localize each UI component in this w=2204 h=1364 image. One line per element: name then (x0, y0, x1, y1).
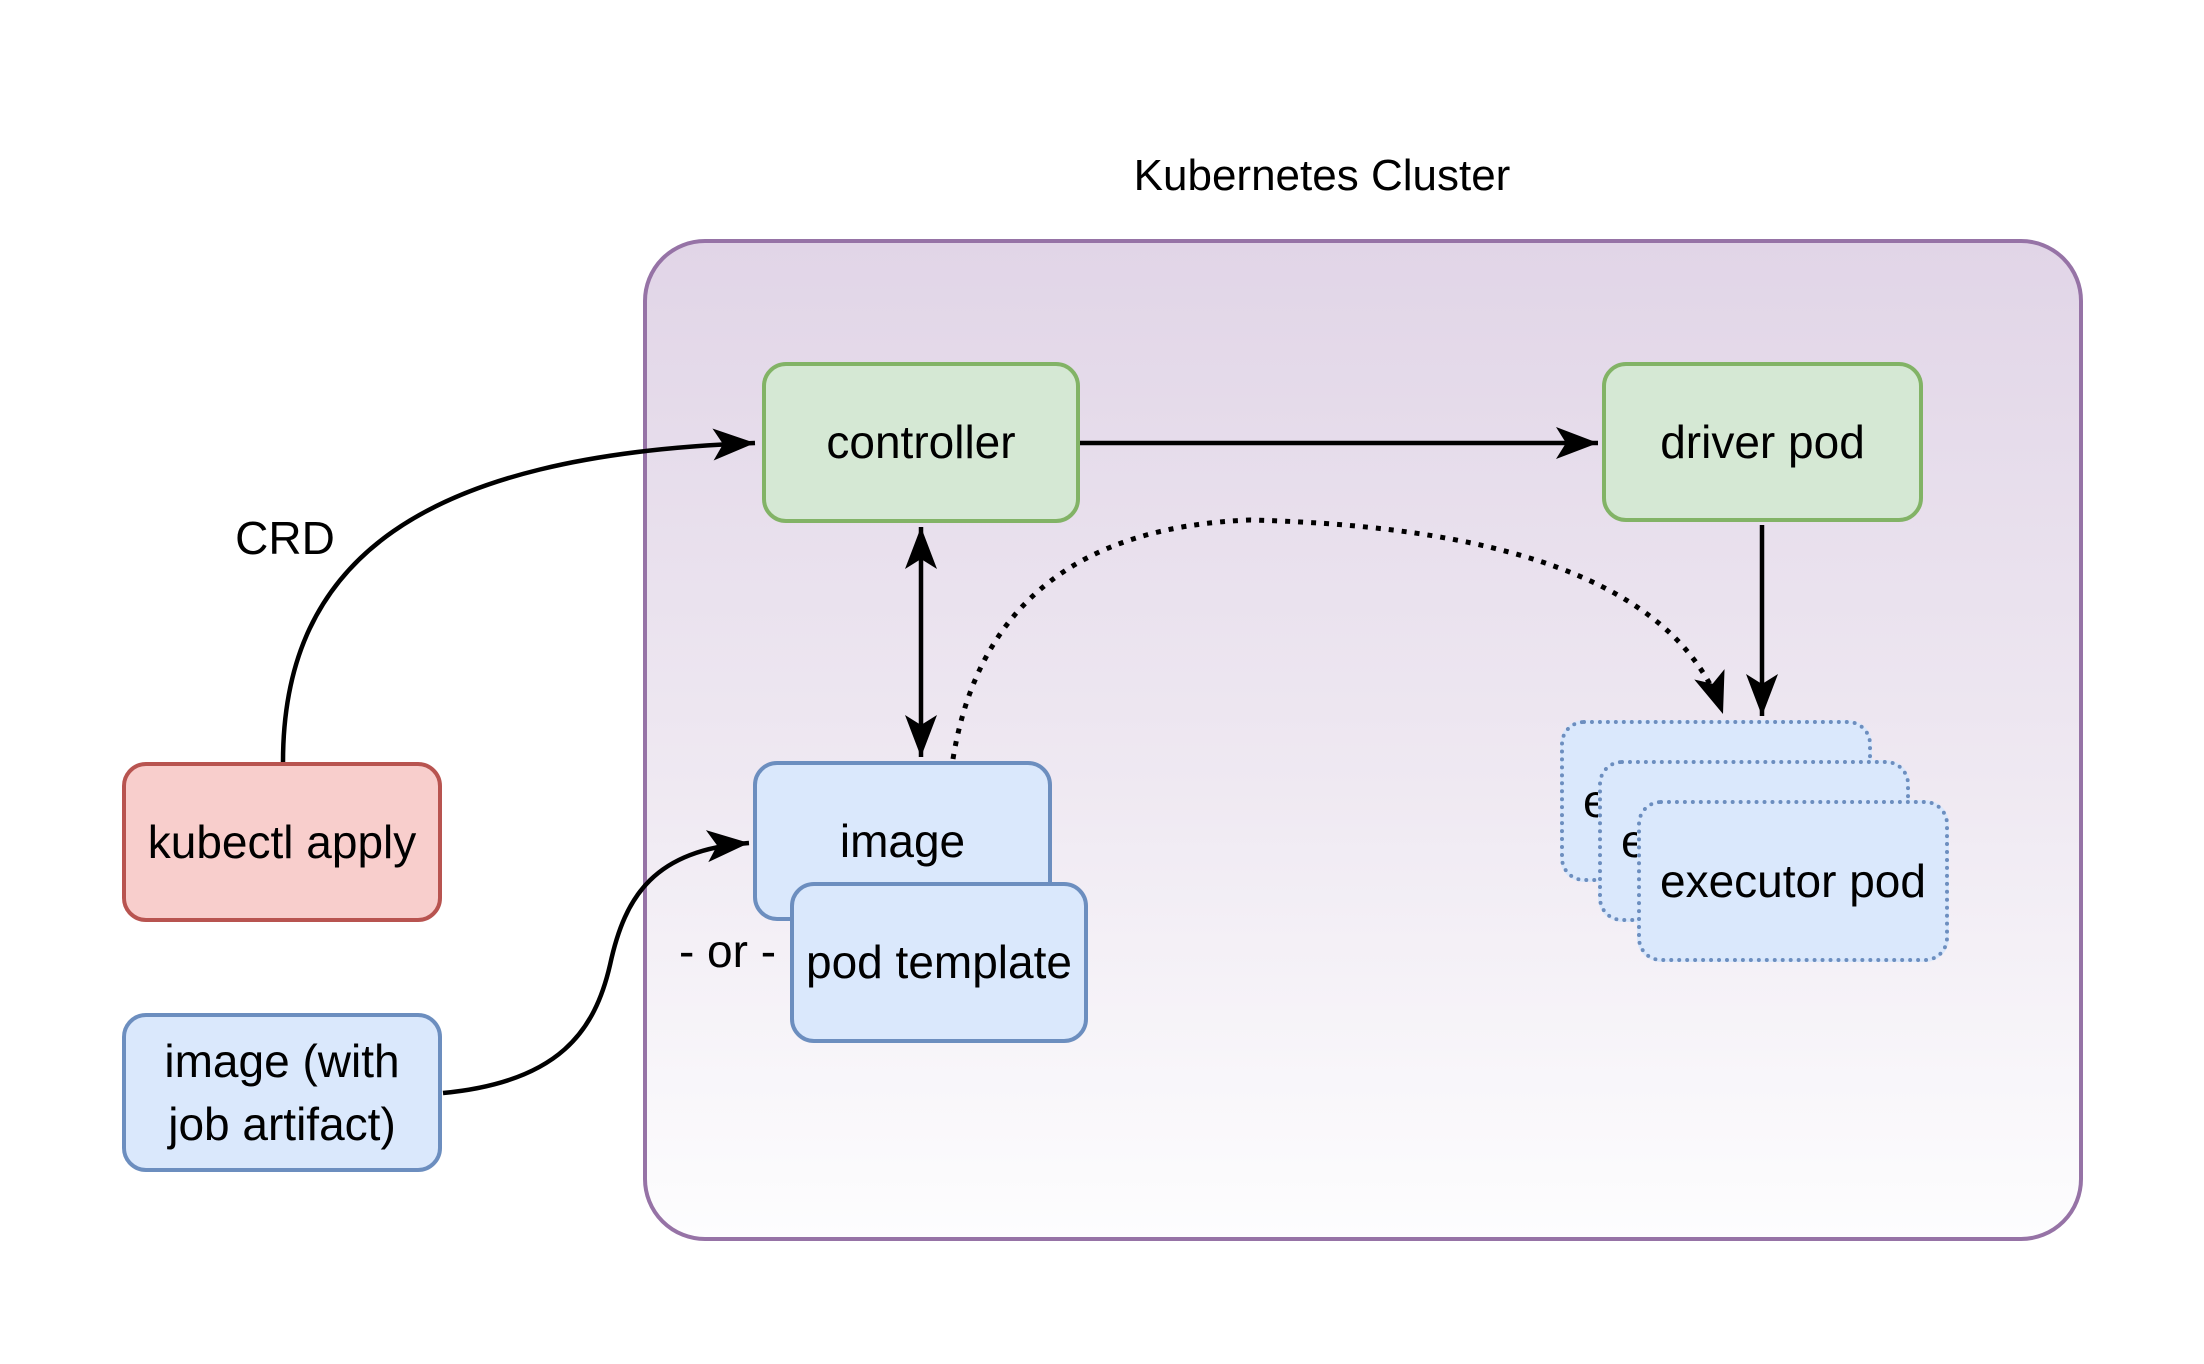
node-executor-pod-front: executor pod (1637, 800, 1949, 962)
edge-label-or: - or - (678, 925, 777, 977)
node-controller: controller (762, 362, 1080, 523)
node-image-with-job-artifact: image (with job artifact) (122, 1013, 442, 1172)
node-kubectl-apply: kubectl apply (122, 762, 442, 922)
node-pod-template: pod template (790, 882, 1088, 1043)
cluster-title: Kubernetes Cluster (1133, 151, 1511, 200)
node-driver-pod: driver pod (1602, 362, 1923, 522)
edge-label-crd: CRD (235, 512, 335, 564)
